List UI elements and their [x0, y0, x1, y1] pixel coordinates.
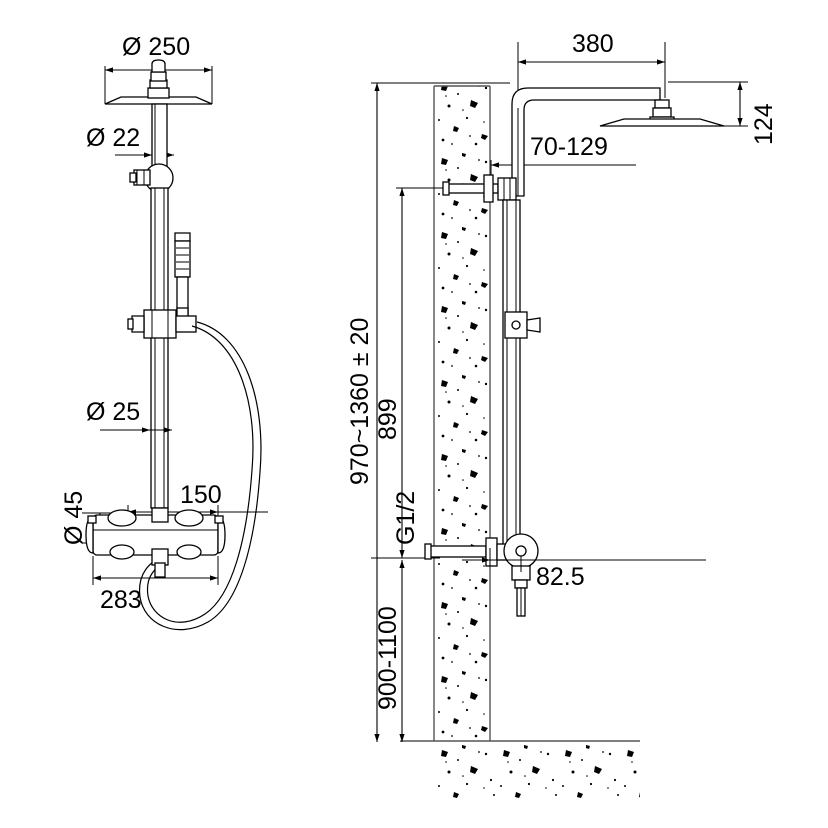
dim-valve-projection: 82.5	[462, 548, 706, 591]
dim-label-valve-centers: 150	[180, 481, 222, 509]
dim-label-total-height-range: 970~1360 ± 20	[346, 318, 374, 485]
dim-label-wall-bracket-offset: 70-129	[530, 133, 608, 161]
side-view: 970~1360 ± 20 899 900-1100 G1/2 380	[346, 30, 778, 799]
dim-label-valve-projection: 82.5	[536, 563, 585, 591]
dim-label-install-height-range: 900-1100	[374, 606, 402, 710]
dim-install-height-range: 900-1100	[371, 557, 440, 742]
overhead-shower-head-front	[104, 59, 213, 105]
hand-shower-front	[174, 232, 191, 323]
floor-section	[400, 740, 640, 799]
slide-bracket-side	[504, 311, 541, 339]
dim-label-head-drop: 124	[750, 103, 778, 145]
riser-rail-front	[150, 187, 169, 509]
dim-label-head-diameter: Ø 250	[122, 33, 190, 61]
slide-bracket-front	[127, 309, 197, 339]
dim-riser-lower-diameter: Ø 25	[86, 398, 172, 438]
dim-total-height-range: 970~1360 ± 20	[346, 82, 510, 742]
dim-inlet-thread: G1/2	[392, 491, 420, 545]
dim-head-drop: 124	[668, 81, 778, 145]
dim-label-riser-upper-diameter: Ø 22	[86, 124, 140, 152]
dim-label-valve-overall-width: 283	[100, 586, 142, 614]
riser-rail-side	[502, 199, 521, 551]
dim-label-riser-height: 899	[374, 398, 402, 440]
front-view: Ø 250 Ø 22	[60, 33, 268, 631]
dim-arm-reach: 380	[517, 30, 666, 98]
dim-valve-overall-width: 283	[92, 556, 219, 614]
dim-label-riser-lower-diameter: Ø 25	[86, 398, 140, 426]
dim-label-inlet-thread: G1/2	[392, 491, 420, 545]
dim-label-valve-body-diameter: Ø 45	[60, 491, 88, 545]
thermostatic-valve-front	[85, 507, 226, 578]
shower-hose-front	[138, 321, 262, 631]
overhead-shower-head-side	[599, 99, 725, 127]
wall-bracket-side	[442, 174, 517, 203]
dim-label-arm-reach: 380	[572, 30, 614, 58]
diverter-joint	[129, 163, 174, 193]
